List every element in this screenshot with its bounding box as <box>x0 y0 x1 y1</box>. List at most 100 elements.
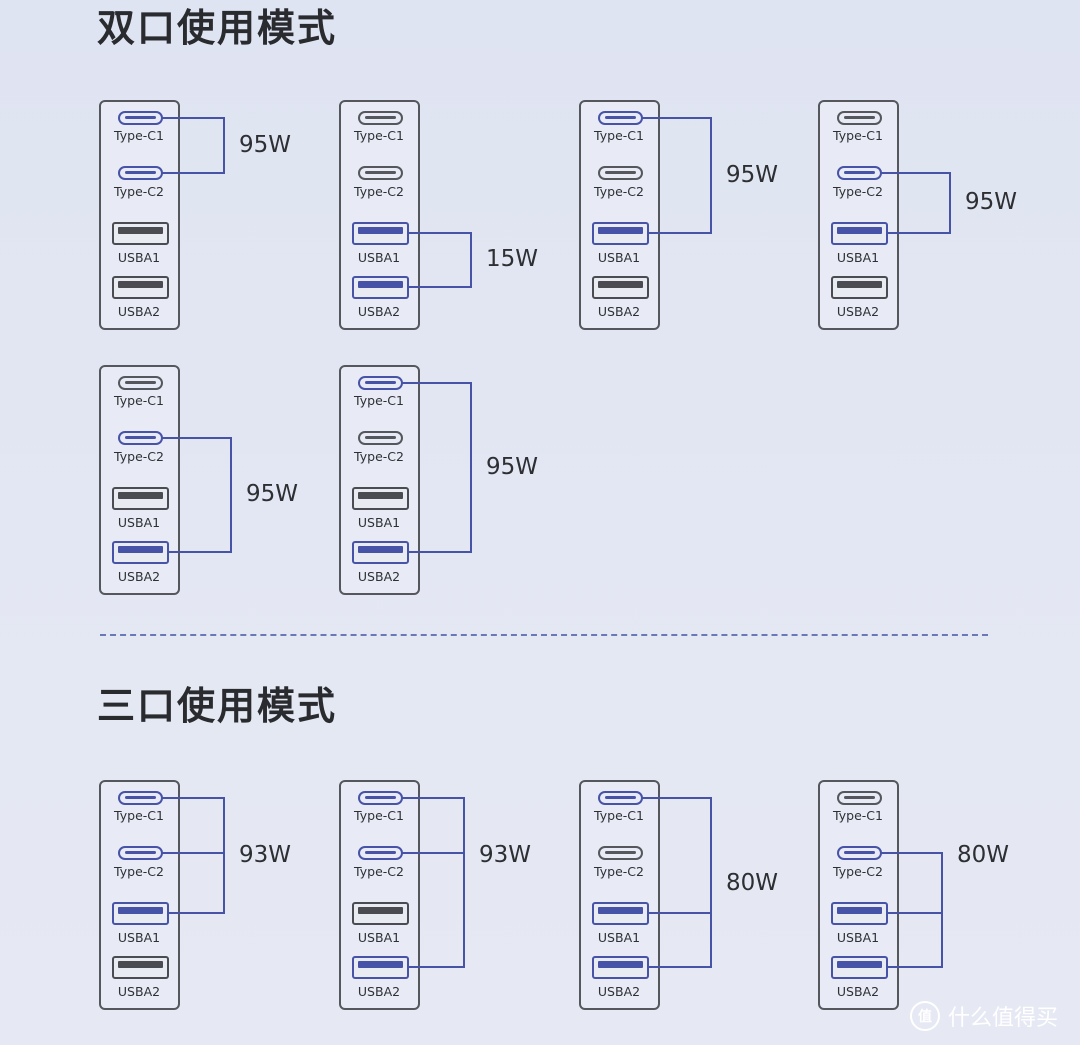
power-output-label: 95W <box>726 161 779 188</box>
connector-bracket <box>941 852 943 968</box>
power-output-label: 95W <box>486 453 539 480</box>
usba2-label: USBA2 <box>597 304 641 319</box>
type-c1-label: Type-C1 <box>354 808 404 823</box>
type-c2-label: Type-C2 <box>114 864 164 879</box>
usba1-label: USBA1 <box>357 930 401 945</box>
watermark: 值 什么值得买 <box>910 1000 1058 1032</box>
section-divider <box>100 634 988 636</box>
usba1-port-icon <box>831 222 888 245</box>
power-output-label: 95W <box>965 189 1018 215</box>
usba2-port-icon <box>352 956 409 979</box>
type-c2-port-icon <box>837 166 882 180</box>
usba2-label: USBA2 <box>836 304 880 319</box>
usba1-label: USBA1 <box>357 250 401 265</box>
type-c2-label: Type-C2 <box>354 184 404 199</box>
usba2-port-icon <box>352 276 409 299</box>
connector-line <box>641 797 712 799</box>
usba1-port-icon <box>112 487 169 510</box>
usba1-label: USBA1 <box>117 930 161 945</box>
type-c1-label: Type-C1 <box>354 393 404 408</box>
usba1-port-icon <box>592 222 649 245</box>
usba2-port-icon <box>112 276 169 299</box>
type-c1-label: Type-C1 <box>594 808 644 823</box>
connector-line <box>161 172 225 174</box>
type-c1-label: Type-C1 <box>114 128 164 143</box>
type-c2-port-icon <box>358 431 403 445</box>
watermark-logo-icon: 值 <box>910 1001 940 1031</box>
connector-line <box>880 172 951 174</box>
usba2-port-icon <box>352 541 409 564</box>
connector-bracket <box>470 232 472 288</box>
usba2-label: USBA2 <box>597 984 641 999</box>
connector-line <box>886 966 943 968</box>
usba2-port-icon <box>592 276 649 299</box>
connector-bracket <box>949 172 951 234</box>
type-c2-port-icon <box>118 431 163 445</box>
power-output-label: 95W <box>239 131 292 158</box>
connector-bracket <box>710 117 712 234</box>
usba1-label: USBA1 <box>357 515 401 530</box>
usba2-label: USBA2 <box>117 569 161 584</box>
usba1-port-icon <box>352 902 409 925</box>
connector-line <box>407 286 472 288</box>
type-c1-label: Type-C1 <box>114 808 164 823</box>
connector-line <box>401 852 465 854</box>
connector-line <box>886 912 943 914</box>
usba2-port-icon <box>112 956 169 979</box>
type-c2-port-icon <box>118 846 163 860</box>
power-output-label: 80W <box>726 870 779 896</box>
type-c1-port-icon <box>837 111 882 125</box>
type-c2-label: Type-C2 <box>833 864 883 879</box>
usba1-port-icon <box>352 222 409 245</box>
usba1-port-icon <box>831 902 888 925</box>
connector-bracket <box>223 797 225 914</box>
connector-line <box>641 117 712 119</box>
type-c2-label: Type-C2 <box>354 864 404 879</box>
connector-bracket <box>223 117 225 174</box>
connector-line <box>161 117 225 119</box>
usba2-port-icon <box>112 541 169 564</box>
type-c1-port-icon <box>598 111 643 125</box>
connector-line <box>886 232 951 234</box>
connector-line <box>161 437 232 439</box>
connector-line <box>880 852 943 854</box>
usba2-port-icon <box>831 956 888 979</box>
type-c2-port-icon <box>837 846 882 860</box>
triple-port-mode-title: 三口使用模式 <box>97 684 338 728</box>
type-c2-port-icon <box>358 166 403 180</box>
usba1-label: USBA1 <box>836 930 880 945</box>
usba1-port-icon <box>112 222 169 245</box>
usba2-label: USBA2 <box>117 984 161 999</box>
connector-line <box>161 852 225 854</box>
connector-bracket <box>230 437 232 553</box>
type-c1-port-icon <box>358 791 403 805</box>
type-c1-port-icon <box>118 111 163 125</box>
type-c1-port-icon <box>837 791 882 805</box>
watermark-text: 什么值得买 <box>948 1006 1059 1031</box>
type-c1-port-icon <box>358 111 403 125</box>
connector-line <box>647 966 712 968</box>
connector-line <box>407 966 465 968</box>
connector-line <box>647 912 712 914</box>
type-c2-port-icon <box>358 846 403 860</box>
type-c2-port-icon <box>118 166 163 180</box>
connector-line <box>407 232 472 234</box>
type-c1-label: Type-C1 <box>354 128 404 143</box>
connector-line <box>401 382 472 384</box>
usba2-label: USBA2 <box>357 984 401 999</box>
type-c1-label: Type-C1 <box>833 128 883 143</box>
usba2-port-icon <box>831 276 888 299</box>
type-c1-label: Type-C1 <box>594 128 644 143</box>
connector-line <box>161 797 225 799</box>
type-c1-port-icon <box>358 376 403 390</box>
usba1-port-icon <box>112 902 169 925</box>
type-c2-label: Type-C2 <box>354 449 404 464</box>
